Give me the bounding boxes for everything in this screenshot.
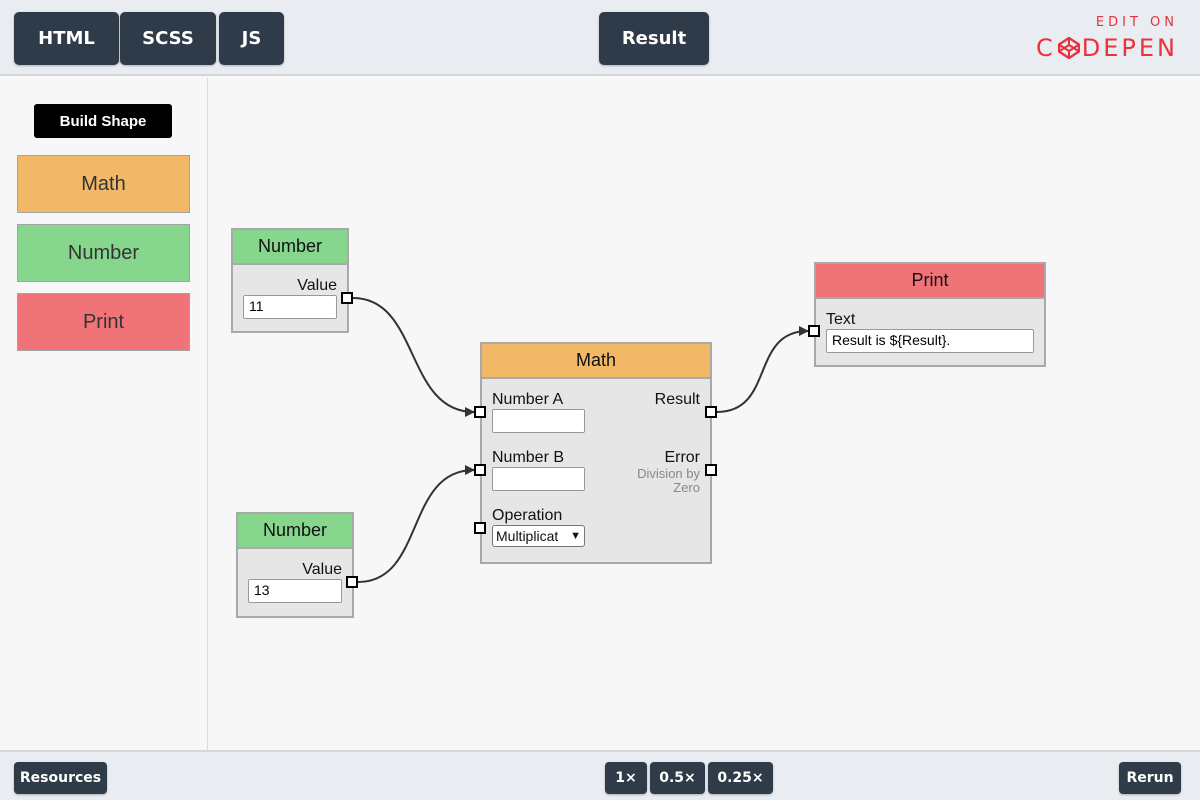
math-node[interactable]: Math Number A Number B Operation Multipl…	[480, 342, 712, 564]
brand-edit-on: EDIT ON	[1095, 15, 1178, 30]
error-output-label: Error	[664, 449, 700, 466]
print-node[interactable]: Print Text Result is ${Result}.	[814, 262, 1046, 367]
zoom-1x-button[interactable]: 1×	[605, 762, 647, 794]
rerun-button[interactable]: Rerun	[1119, 762, 1181, 794]
brand-name-end: DEPEN	[1081, 34, 1178, 62]
number-a-input-port[interactable]	[474, 406, 486, 418]
number-node-2[interactable]: Number Value 13	[236, 512, 354, 618]
number-node-title[interactable]: Number	[233, 230, 347, 265]
number-node-title[interactable]: Number	[238, 514, 352, 549]
build-shape-button[interactable]: Build Shape	[34, 104, 172, 138]
operation-input-port[interactable]	[474, 522, 486, 534]
result-output-port[interactable]	[705, 406, 717, 418]
operation-selected-value: Multiplicat	[496, 528, 559, 544]
editor-footer: Resources 1× 0.5× 0.25× Rerun	[0, 750, 1200, 800]
number-2-output-port[interactable]	[346, 576, 358, 588]
palette-item-print[interactable]: Print	[17, 293, 190, 351]
operation-label: Operation	[492, 507, 563, 524]
error-output-port[interactable]	[705, 464, 717, 476]
math-node-title[interactable]: Math	[482, 344, 710, 379]
number-b-input[interactable]	[492, 467, 585, 491]
chevron-down-icon: ▼	[570, 530, 581, 542]
number-a-label: Number A	[492, 391, 564, 408]
resources-button[interactable]: Resources	[14, 762, 107, 794]
value-input[interactable]: 13	[248, 579, 342, 603]
zoom-half-button[interactable]: 0.5×	[650, 762, 705, 794]
text-input-port[interactable]	[808, 325, 820, 337]
tab-js[interactable]: JS	[219, 12, 284, 65]
value-input[interactable]: 11	[243, 295, 337, 319]
palette-item-number[interactable]: Number	[17, 224, 190, 282]
number-b-input-port[interactable]	[474, 464, 486, 476]
error-description: Division by Zero	[637, 467, 700, 495]
codepen-cube-icon	[1057, 37, 1080, 59]
result-output-label: Result	[654, 391, 700, 408]
print-node-title[interactable]: Print	[816, 264, 1044, 299]
zoom-quarter-button[interactable]: 0.25×	[708, 762, 773, 794]
print-text-input[interactable]: Result is ${Result}.	[826, 329, 1034, 353]
text-input-label: Text	[826, 311, 856, 328]
brand-name-start: C	[1036, 34, 1056, 62]
number-a-input[interactable]	[492, 409, 585, 433]
editor-header: HTML SCSS JS Result EDIT ON C DEPEN	[0, 0, 1200, 76]
value-output-label: Value	[297, 277, 337, 294]
number-b-label: Number B	[492, 449, 565, 466]
tab-html[interactable]: HTML	[14, 12, 119, 65]
codepen-logo: C DEPEN	[1036, 34, 1178, 62]
value-output-label: Value	[302, 561, 342, 578]
number-1-output-port[interactable]	[341, 292, 353, 304]
tab-result[interactable]: Result	[599, 12, 709, 65]
error-note-line-1: Division by	[637, 466, 700, 481]
error-note-line-2: Zero	[673, 480, 700, 495]
edit-on-codepen-link[interactable]: EDIT ON C DEPEN	[1028, 12, 1178, 62]
palette-item-math[interactable]: Math	[17, 155, 190, 213]
tab-scss[interactable]: SCSS	[120, 12, 216, 65]
node-palette-sidebar: Build Shape Math Number Print	[0, 78, 208, 750]
number-node-1[interactable]: Number Value 11	[231, 228, 349, 333]
operation-select[interactable]: Multiplicat ▼	[492, 525, 585, 547]
